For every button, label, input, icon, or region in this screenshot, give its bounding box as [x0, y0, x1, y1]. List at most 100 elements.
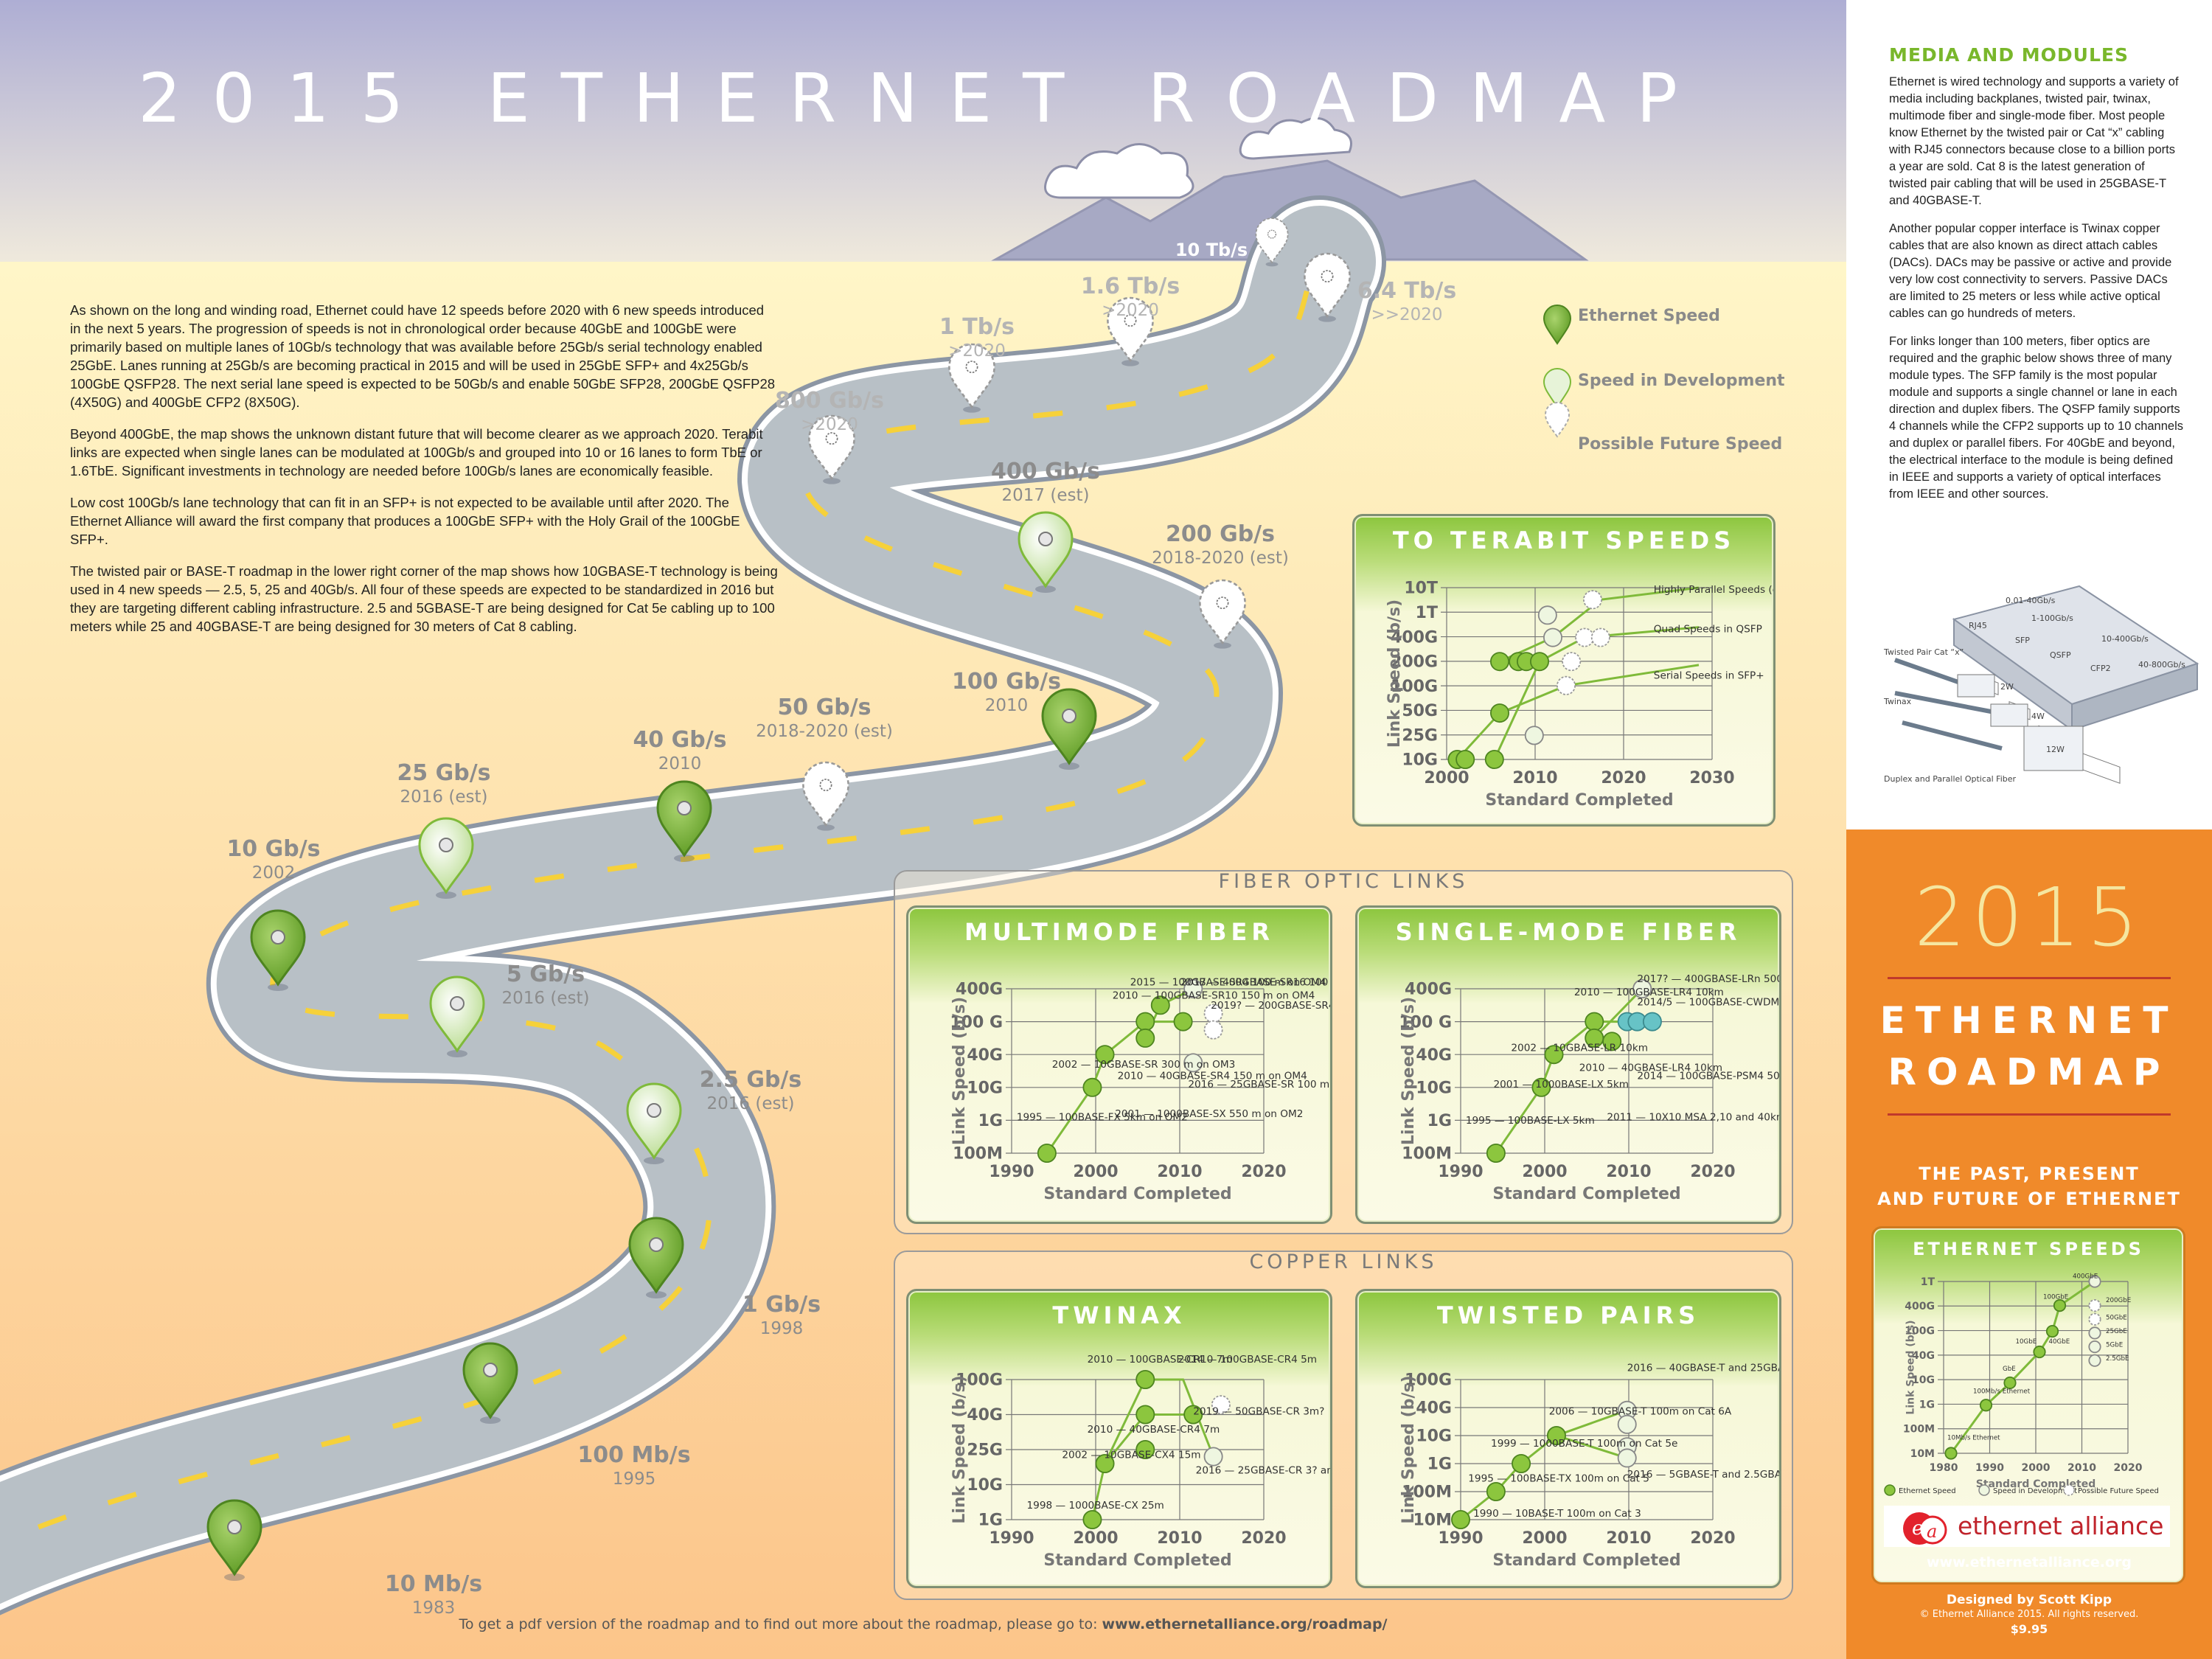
main-title: 2015 ETHERNET ROADMAP: [138, 59, 1708, 138]
data-point: [2003, 1376, 2017, 1390]
trend-line: [1493, 626, 1700, 760]
y-tick-label: 40G: [1912, 1350, 1935, 1362]
y-tick-label: 10G: [967, 1476, 1003, 1495]
data-point: [1562, 652, 1582, 672]
annotation: 1995 — 100BASE-LX 5km: [1466, 1115, 1595, 1127]
designer-credit: Designed by Scott Kipp: [1946, 1593, 2112, 1607]
speed-pin-ethernet: [656, 780, 712, 862]
data-point: [1979, 1399, 1993, 1412]
y-tick-label: 100M: [1402, 1145, 1452, 1164]
data-point: [1183, 979, 1203, 999]
annotation: 1990 — 10BASE-T 100m on Cat 3: [1473, 1508, 1641, 1520]
data-point: [1455, 749, 1475, 769]
x-tick-label: 2010: [1606, 1529, 1651, 1548]
svg-text:a: a: [1927, 1521, 1937, 1542]
panel-title: TWINAX: [1052, 1301, 1186, 1329]
panel-title: TWISTED PAIRS: [1436, 1301, 1700, 1329]
annotation: 1995 — 100BASE-TX 100m on Cat 5: [1468, 1473, 1649, 1485]
data-point: [1095, 1453, 1115, 1473]
x-axis-label: Standard Completed: [1043, 1185, 1231, 1203]
y-tick-label: 100G: [956, 1371, 1003, 1390]
data-point: [1602, 1032, 1622, 1051]
data-point: [1543, 627, 1562, 647]
data-point: [1203, 1020, 1223, 1040]
trend-line: [1456, 664, 1700, 761]
copyright: © Ethernet Alliance 2015. All rights res…: [1919, 1609, 2139, 1620]
module-label: 2W: [2000, 682, 2014, 692]
cover-url[interactable]: www.ethernetalliance.org: [1926, 1554, 2132, 1571]
annotation: 2015 — 100GBASE-SR4 100 m on OM4: [1130, 977, 1326, 989]
trend-line: [1556, 1434, 1628, 1459]
speed-pin-development: [429, 975, 485, 1057]
data-point: [1632, 979, 1652, 999]
y-tick-label: 1G: [1919, 1399, 1935, 1411]
data-point: [1585, 1012, 1604, 1032]
footnote-link[interactable]: www.ethernetalliance.org/roadmap/: [1102, 1616, 1388, 1632]
speed-year: 2018-2020 (est): [1152, 549, 1289, 568]
annotation: 2017? — 400GBASE-LRn 500m, 2km, and 10km: [1637, 973, 1779, 985]
speed-value: 100 Gb/s: [952, 669, 1061, 695]
data-point: [2088, 1326, 2101, 1340]
speed-value: 800 Gb/s: [775, 388, 884, 414]
annotation: 2002 — 10GBASE-CX4 15m: [1062, 1449, 1200, 1461]
y-tick-label: 40G: [967, 1406, 1003, 1425]
annotation: 10Mb/s Ethernet: [1947, 1434, 2000, 1441]
data-point: [2088, 1354, 2101, 1367]
y-axis-label: Link Speed (b/s): [1399, 1375, 1418, 1523]
y-axis-label: Link Speed (b/s): [950, 1375, 969, 1523]
y-tick-label: 100G: [1905, 1325, 1935, 1337]
speed-pins: [206, 218, 1351, 1581]
data-point: [1484, 749, 1504, 769]
y-tick-label: 40G: [967, 1046, 1003, 1065]
sidebar-paragraph: Another popular copper interface is Twin…: [1889, 222, 2172, 320]
speed-label-1tb: 1 Tb/s>2020: [881, 315, 1073, 362]
data-point: [2053, 1299, 2067, 1312]
legend-ethernet-icon: [1543, 305, 1572, 345]
speed-year: 1995: [612, 1470, 656, 1489]
annotation: 2010 — 40GBASE-CR4 7m: [1088, 1424, 1220, 1436]
x-tick-label: 2020: [1690, 1163, 1735, 1181]
speed-value: 40 Gb/s: [633, 727, 727, 753]
y-tick-label: 100 G: [1399, 1013, 1452, 1032]
speed-pin-future: [1199, 579, 1246, 649]
y-tick-label: 40G: [1416, 1046, 1452, 1065]
y-tick-label: 400G: [1391, 628, 1438, 647]
data-point: [1489, 652, 1509, 672]
speed-value: 2.5 Gb/s: [699, 1067, 802, 1093]
panel-title: TO TERABIT SPEEDS: [1392, 526, 1736, 554]
annotation: 5GbE: [2106, 1342, 2123, 1349]
annotation: 2001 — 1000BASE-LX 5km: [1493, 1079, 1629, 1091]
speed-value: 1 Tb/s: [939, 314, 1015, 340]
annotation: 100Mb/s Ethernet: [1973, 1388, 2031, 1395]
cover-year: 2015: [1914, 870, 2144, 964]
trend-line: [1460, 1409, 1628, 1521]
cover-line2: ROADMAP: [1888, 1051, 2171, 1093]
speed-year: >2020: [948, 341, 1006, 361]
x-tick-label: 2000: [1522, 1529, 1567, 1548]
x-axis-label: Standard Completed: [1485, 791, 1673, 810]
panel-title: MULTIMODE FIBER: [964, 918, 1274, 946]
data-point: [1590, 627, 1610, 647]
legend-icons: [1543, 305, 1572, 438]
intro-paragraph: The twisted pair or BASE-T roadmap in th…: [70, 563, 778, 634]
annotation: 400GbE: [2073, 1273, 2098, 1280]
x-tick-label: 2010: [1157, 1529, 1202, 1548]
speed-year: 2018-2020 (est): [756, 722, 893, 741]
data-point: [1211, 1395, 1231, 1415]
trend-line: [1091, 1413, 1194, 1520]
speed-value: 10 Gb/s: [226, 836, 321, 862]
annotation: 2019 — 50GBASE-CR 3m?: [1193, 1406, 1324, 1418]
module-label: 40-800Gb/s: [2138, 660, 2185, 669]
annotation: 1998 — 1000BASE-CX 25m: [1027, 1500, 1164, 1512]
